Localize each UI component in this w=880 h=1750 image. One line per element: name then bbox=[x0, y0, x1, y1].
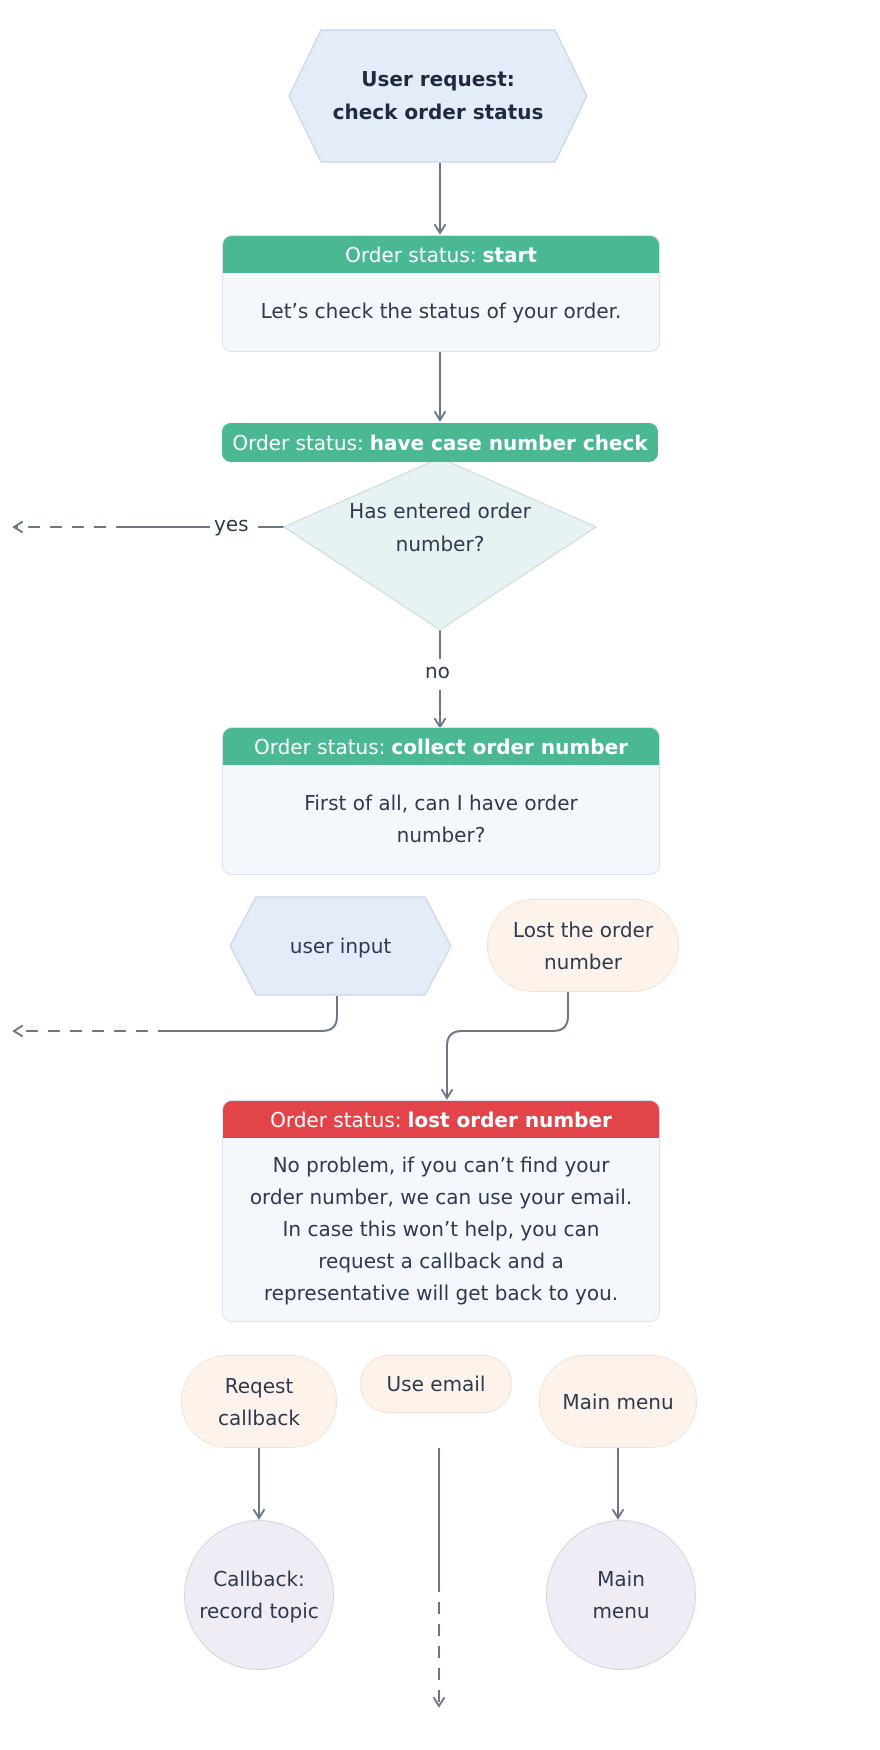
lost-card-prefix: Order status: bbox=[270, 1107, 402, 1132]
no-label: no bbox=[421, 659, 454, 683]
collect-card-body: First of all, can I have order number? bbox=[304, 790, 578, 847]
callback-record-topic-node: Callback: record topic bbox=[184, 1520, 334, 1670]
user-input-node: user input bbox=[229, 896, 452, 996]
start-card: Order status: start Let’s check the stat… bbox=[222, 235, 660, 352]
use-email-option[interactable]: Use email bbox=[360, 1355, 512, 1413]
lost-card-name: lost order number bbox=[407, 1107, 612, 1132]
collect-card-header: Order status: collect order number bbox=[223, 728, 659, 765]
start-card-name: start bbox=[482, 242, 537, 267]
start-card-prefix: Order status: bbox=[345, 242, 477, 267]
lost-card: Order status: lost order number No probl… bbox=[222, 1100, 660, 1322]
start-line-1: User request: bbox=[361, 67, 515, 91]
check-prefix: Order status: bbox=[232, 430, 364, 455]
collect-card: Order status: collect order number First… bbox=[222, 727, 660, 875]
yes-label: yes bbox=[210, 512, 253, 536]
check-name: have case number check bbox=[369, 430, 648, 455]
lost-card-header: Order status: lost order number bbox=[223, 1101, 659, 1138]
decision-diamond bbox=[283, 457, 597, 631]
check-header: Order status: have case number check bbox=[222, 423, 658, 462]
edge-lost-to-lostcard bbox=[441, 992, 569, 1100]
start-card-header: Order status: start bbox=[223, 236, 659, 273]
request-callback-option[interactable]: Reqest callback bbox=[181, 1355, 337, 1448]
collect-card-prefix: Order status: bbox=[253, 734, 386, 759]
start-node: User request: check order status bbox=[288, 29, 588, 163]
main-menu-node: Main menu bbox=[546, 1520, 696, 1670]
user-input-label: user input bbox=[289, 933, 392, 958]
main-menu-option[interactable]: Main menu bbox=[539, 1355, 697, 1448]
lost-card-body: No problem, if you can’t find your order… bbox=[249, 1152, 633, 1305]
start-card-body: Let’s check the status of your order. bbox=[260, 299, 622, 323]
lost-order-option[interactable]: Lost the order number bbox=[487, 899, 679, 992]
collect-card-name: collect order number bbox=[391, 734, 628, 759]
decision-question: Has entered order number? bbox=[349, 499, 531, 556]
edge-userinput-out bbox=[170, 996, 338, 1032]
start-line-2: check order status bbox=[332, 100, 544, 124]
